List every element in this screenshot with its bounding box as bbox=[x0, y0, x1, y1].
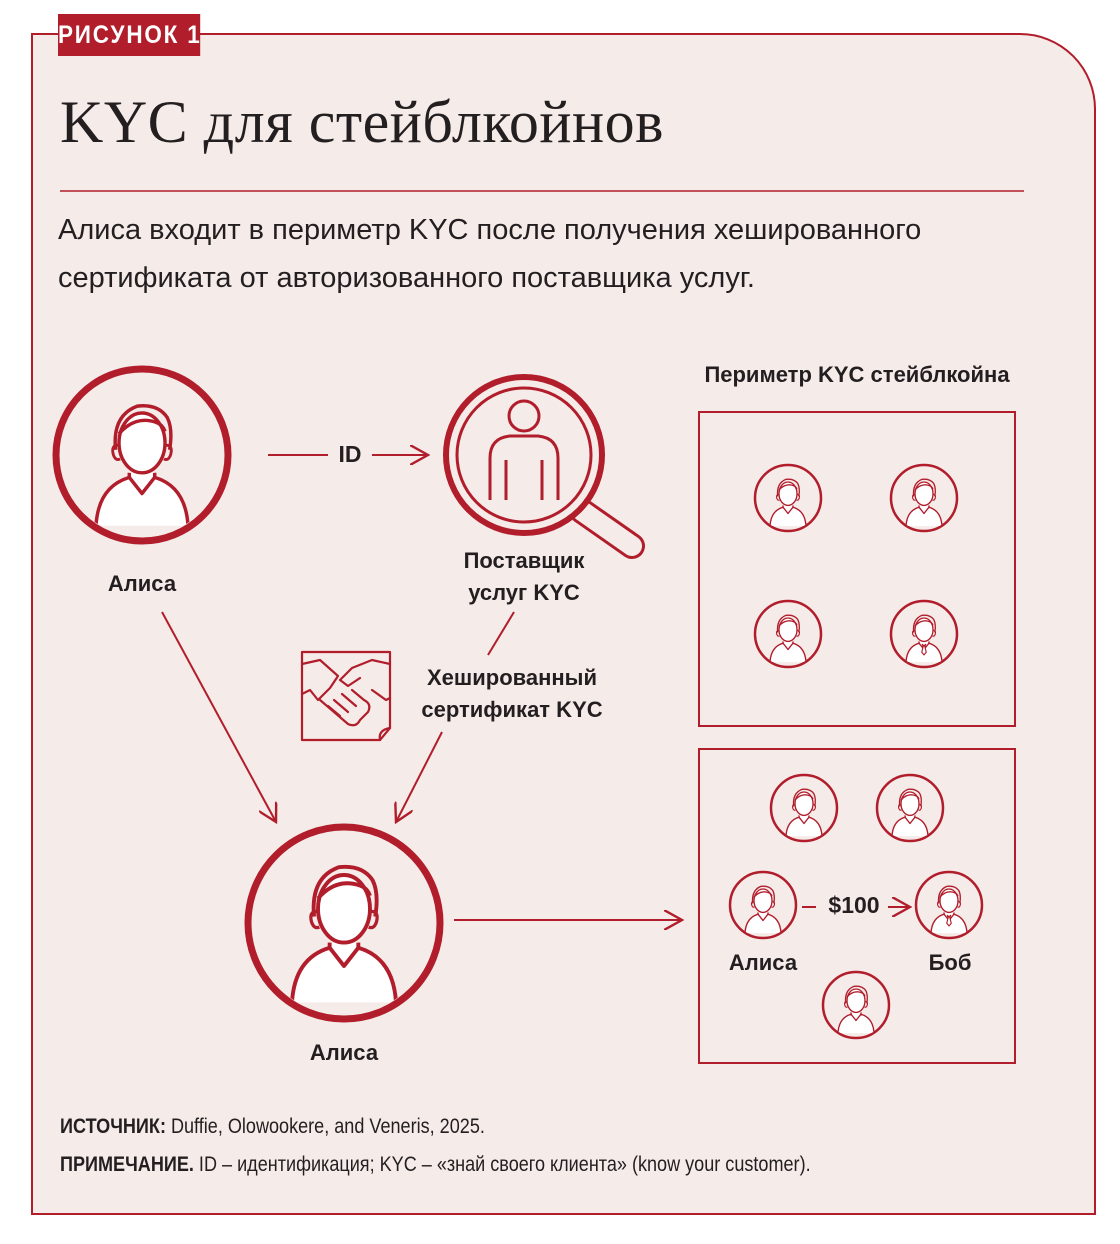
magnifier-person-icon bbox=[443, 374, 645, 559]
perimeter-member-5 bbox=[769, 773, 839, 843]
source-note: ИСТОЧНИК: Duffie, Olowookere, and Veneri… bbox=[60, 1115, 485, 1139]
perimeter-bob-avatar bbox=[914, 870, 984, 940]
transfer-amount: $100 bbox=[828, 892, 880, 918]
alice-bottom-label: Алиса bbox=[309, 1040, 379, 1065]
alice-top-label: Алиса bbox=[107, 571, 177, 596]
provider-label-line-2: услуг KYC bbox=[468, 580, 580, 605]
perimeter-title: Периметр KYC стейблкойна bbox=[704, 362, 1010, 387]
perimeter-box-lower bbox=[698, 748, 1016, 1064]
perimeter-bob-label: Боб bbox=[928, 950, 972, 975]
figure-card bbox=[31, 33, 1096, 1215]
alice-top-avatar bbox=[52, 365, 232, 545]
handshake-certificate-icon bbox=[300, 650, 392, 742]
subtitle-line-1: Алиса входит в периметр KYC после получе… bbox=[58, 214, 922, 246]
perimeter-member-4 bbox=[889, 599, 959, 669]
provider-to-cert-line bbox=[487, 611, 515, 656]
provider-label: Поставщик услуг KYC bbox=[414, 545, 634, 609]
provider-label-line-1: Поставщик bbox=[463, 548, 585, 573]
figure-badge: РИСУНОК 1 bbox=[58, 14, 201, 56]
page-title: KYC для стейблкойнов bbox=[60, 89, 664, 155]
note-label: ПРИМЕЧАНИЕ. bbox=[60, 1153, 194, 1176]
subtitle: Алиса входит в периметр KYC после получе… bbox=[58, 206, 921, 302]
perimeter-member-1 bbox=[753, 463, 823, 533]
alice-bottom-avatar bbox=[244, 823, 444, 1023]
source-text: Duffie, Olowookere, and Veneris, 2025. bbox=[165, 1115, 485, 1138]
perimeter-member-6 bbox=[875, 773, 945, 843]
perimeter-box-upper bbox=[698, 411, 1016, 727]
id-arrow-label: ID bbox=[338, 441, 362, 467]
perimeter-alice-avatar bbox=[728, 870, 798, 940]
perimeter-member-3 bbox=[753, 599, 823, 669]
abbreviation-note: ПРИМЕЧАНИЕ. ID – идентификация; KYC – «з… bbox=[60, 1153, 811, 1177]
arrow-cert-to-alice bbox=[396, 731, 443, 822]
certificate-label: Хешированный сертификат KYC bbox=[396, 662, 628, 726]
certificate-label-line-2: сертификат KYC bbox=[421, 697, 603, 722]
note-text: ID – идентификация; KYC – «знай своего к… bbox=[193, 1153, 811, 1176]
subtitle-line-2: сертификата от авторизованного поставщик… bbox=[58, 262, 755, 294]
perimeter-alice-label: Алиса bbox=[728, 950, 798, 975]
perimeter-member-2 bbox=[889, 463, 959, 533]
source-label: ИСТОЧНИК: bbox=[60, 1115, 166, 1138]
perimeter-member-7 bbox=[821, 970, 891, 1040]
arrow-alice-to-alice bbox=[161, 611, 276, 822]
certificate-label-line-1: Хешированный bbox=[426, 665, 597, 690]
